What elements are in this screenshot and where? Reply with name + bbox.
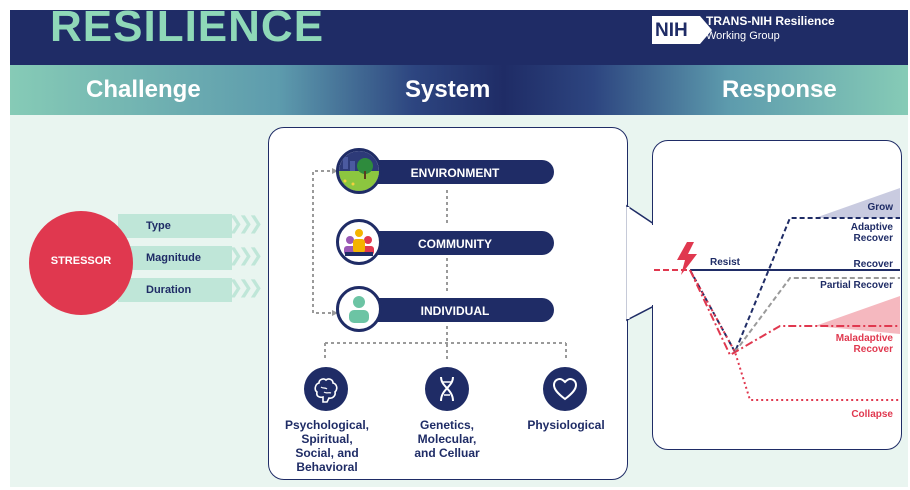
level-environment: ENVIRONMENT: [410, 166, 500, 180]
label-partial-recover: Partial Recover: [820, 280, 893, 291]
heart-icon: [543, 367, 587, 411]
individual-icon: [336, 286, 382, 332]
header-bar: [10, 10, 908, 65]
label-recover: Recover: [853, 259, 893, 270]
label-grow: Grow: [867, 202, 893, 213]
chevron-right-icon: ❯❯❯: [228, 277, 263, 298]
response-panel: [652, 140, 902, 450]
attribute-type-label: Type: [146, 220, 171, 232]
stressor-label: STRESSOR: [50, 255, 112, 267]
environment-icon: [336, 148, 382, 194]
level-community: COMMUNITY: [418, 237, 492, 251]
stressor-circle: [29, 211, 133, 315]
attribute-duration-label: Duration: [146, 284, 192, 296]
attribute-duration-tag: [118, 278, 232, 302]
column-header-band: [10, 65, 908, 115]
chevron-right-icon: ❯❯❯: [228, 245, 263, 266]
brain-icon: [304, 367, 348, 411]
nih-logo-text: NIH: [655, 20, 688, 41]
org-subtitle: Working Group: [706, 30, 780, 42]
nih-logo: [652, 16, 700, 44]
org-name: TRANS-NIH Resilience: [706, 14, 835, 28]
attribute-type-tag: [118, 214, 232, 238]
column-response: Response: [722, 76, 837, 103]
community-icon: [336, 219, 382, 265]
label-maladaptive-recover: Maladaptive Recover: [835, 333, 893, 355]
individual-pill: [350, 298, 554, 322]
label-resist: Resist: [710, 257, 741, 268]
label-collapse: Collapse: [851, 409, 893, 420]
attribute-magnitude-label: Magnitude: [146, 252, 201, 264]
subsystem-physiological: Physiological: [527, 418, 605, 432]
column-challenge: Challenge: [86, 76, 201, 103]
page-title: RESILIENCE: [50, 2, 325, 51]
label-adaptive-recover: Adaptive Recover: [850, 222, 893, 244]
environment-pill: [350, 160, 554, 184]
subsystem-psychological: Psychological, Spiritual, Social, and Be…: [284, 418, 370, 474]
community-pill: [350, 231, 554, 255]
chevron-right-icon: ❯❯❯: [228, 213, 263, 234]
subsystem-genetics: Genetics, Molecular, and Celluar: [414, 418, 480, 460]
dna-icon: [425, 367, 469, 411]
attribute-magnitude-tag: [118, 246, 232, 270]
column-system: System: [405, 76, 491, 103]
level-individual: INDIVIDUAL: [420, 304, 490, 318]
